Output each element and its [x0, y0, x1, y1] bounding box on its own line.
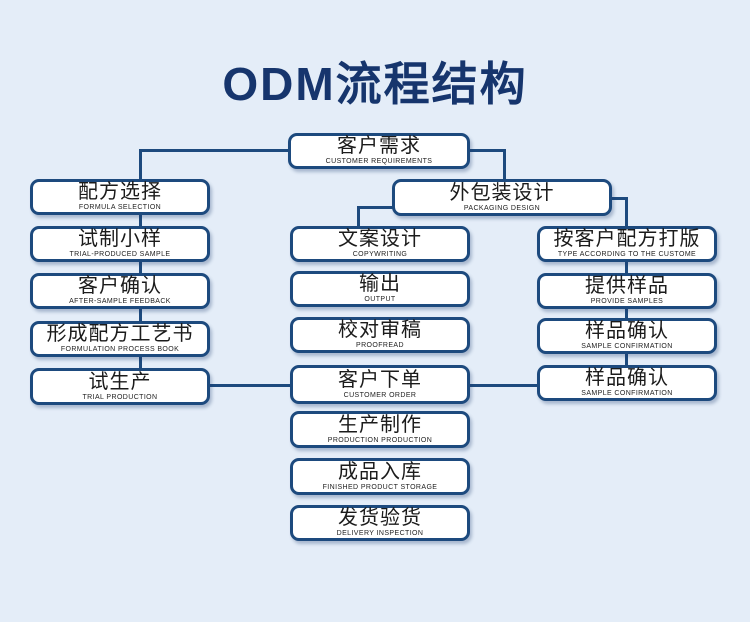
node-production-production: 生产制作 PRODUCTION PRODUCTION [290, 411, 470, 448]
node-after-sample-feedback-zh: 客户确认 [78, 275, 162, 297]
node-customer-order-zh: 客户下单 [338, 368, 422, 391]
node-proofread-zh: 校对审稿 [338, 319, 422, 341]
connector-requirements-to-formula-v [139, 149, 142, 180]
node-finished-product-storage-zh: 成品入库 [338, 460, 422, 483]
node-finished-product-storage-en: FINISHED PRODUCT STORAGE [322, 483, 438, 491]
node-customer-order-en: CUSTOMER ORDER [343, 391, 417, 399]
connector-order-to-confirmation2 [470, 384, 538, 387]
connector-confirmation1-to-confirmation2 [625, 352, 628, 366]
node-trial-production-zh: 试生产 [88, 370, 152, 393]
connector-packaging-to-copywriting-v [357, 206, 360, 227]
node-formulation-process-book-en: FORMULATION PROCESS BOOK [60, 346, 180, 353]
node-type-according-to-customer: 按客户配方打版 TYPE ACCORDING TO THE CUSTOME [537, 226, 717, 262]
node-delivery-inspection-zh: 发货验货 [338, 507, 422, 529]
node-delivery-inspection: 发货验货 DELIVERY INSPECTION [290, 505, 470, 541]
connector-packaging-to-type-v [625, 197, 628, 227]
node-after-sample-feedback: 客户确认 AFTER-SAMPLE FEEDBACK [30, 273, 210, 309]
node-output-en: OUTPUT [364, 296, 396, 303]
connector-packaging-to-type-h [610, 197, 628, 200]
node-customer-order: 客户下单 CUSTOMER ORDER [290, 365, 470, 404]
page-title: ODM流程结构 [222, 58, 528, 110]
node-sample-confirmation-2-en: SAMPLE CONFIRMATION [581, 390, 673, 397]
node-provide-samples: 提供样品 PROVIDE SAMPLES [537, 273, 717, 309]
node-sample-confirmation-1-en: SAMPLE CONFIRMATION [581, 343, 673, 350]
node-trial-production: 试生产 TRIAL PRODUCTION [30, 368, 210, 405]
node-packaging-design: 外包装设计 PACKAGING DESIGN [392, 179, 612, 216]
connector-type-to-providesamples [625, 260, 628, 274]
connector-feedback-to-processbook [139, 307, 142, 322]
node-type-according-to-customer-en: TYPE ACCORDING TO THE CUSTOME [557, 251, 697, 258]
node-trial-production-en: TRIAL PRODUCTION [82, 393, 158, 401]
node-output: 输出 OUTPUT [290, 271, 470, 307]
node-provide-samples-zh: 提供样品 [585, 275, 669, 297]
node-production-production-zh: 生产制作 [338, 413, 422, 436]
connector-packaging-to-copywriting-h [358, 206, 395, 209]
node-sample-confirmation-2-zh: 样品确认 [585, 367, 669, 389]
connector-providesamples-to-confirmation1 [625, 306, 628, 319]
node-trial-produced-sample-zh: 试制小样 [78, 228, 162, 250]
node-customer-requirements-zh: 客户需求 [337, 135, 421, 157]
connector-processbook-to-trialproduction [139, 355, 142, 369]
node-provide-samples-en: PROVIDE SAMPLES [590, 298, 664, 305]
node-copywriting-zh: 文案设计 [338, 228, 422, 250]
connector-requirements-to-right-h [470, 149, 506, 152]
node-copywriting-en: COPYWRITING [352, 251, 408, 258]
connector-trialsample-to-feedback [139, 260, 142, 274]
node-customer-requirements-en: CUSTOMER REQUIREMENTS [325, 158, 433, 165]
node-delivery-inspection-en: DELIVERY INSPECTION [336, 530, 424, 537]
node-sample-confirmation-1-zh: 样品确认 [585, 320, 669, 342]
node-after-sample-feedback-en: AFTER-SAMPLE FEEDBACK [69, 298, 171, 305]
connector-formula-to-trialsample [139, 213, 142, 227]
node-proofread-en: PROOFREAD [356, 342, 404, 349]
node-proofread: 校对审稿 PROOFREAD [290, 317, 470, 353]
node-formula-selection: 配方选择 FORMULA SELECTION [30, 179, 210, 215]
node-customer-requirements: 客户需求 CUSTOMER REQUIREMENTS [288, 133, 470, 169]
node-production-production-en: PRODUCTION PRODUCTION [327, 436, 433, 444]
node-packaging-design-zh: 外包装设计 [449, 181, 555, 204]
connector-requirements-to-packaging-v [503, 149, 506, 180]
node-output-zh: 输出 [359, 273, 401, 295]
node-formulation-process-book-zh: 形成配方工艺书 [46, 323, 194, 345]
node-finished-product-storage: 成品入库 FINISHED PRODUCT STORAGE [290, 458, 470, 495]
node-copywriting: 文案设计 COPYWRITING [290, 226, 470, 262]
node-formula-selection-zh: 配方选择 [78, 181, 162, 203]
node-formulation-process-book: 形成配方工艺书 FORMULATION PROCESS BOOK [30, 321, 210, 357]
node-formula-selection-en: FORMULA SELECTION [78, 204, 162, 211]
node-trial-produced-sample: 试制小样 TRIAL-PRODUCED SAMPLE [30, 226, 210, 262]
connector-requirements-to-left-h [140, 149, 290, 152]
node-type-according-to-customer-zh: 按客户配方打版 [553, 228, 701, 250]
node-sample-confirmation-2: 样品确认 SAMPLE CONFIRMATION [537, 365, 717, 401]
node-sample-confirmation-1: 样品确认 SAMPLE CONFIRMATION [537, 318, 717, 354]
node-packaging-design-en: PACKAGING DESIGN [463, 204, 541, 212]
node-trial-produced-sample-en: TRIAL-PRODUCED SAMPLE [69, 251, 171, 258]
connector-trialproduction-to-order [210, 384, 290, 387]
